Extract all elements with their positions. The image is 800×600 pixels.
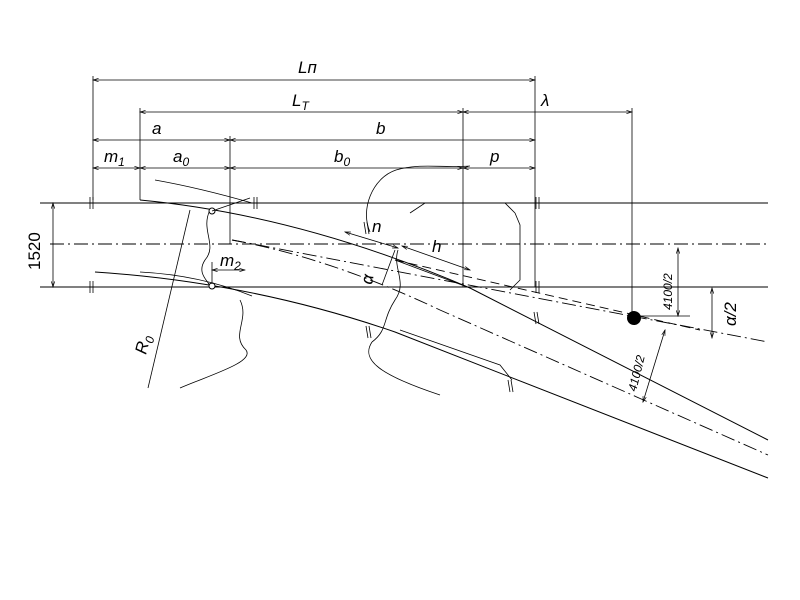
label-lt: LT <box>292 91 310 113</box>
frog-wave <box>371 249 401 343</box>
frog-lower-wave <box>368 341 441 396</box>
label-half-width-upper: 4100/2 <box>661 273 675 310</box>
inner-diverging-rail <box>94 271 769 479</box>
stock-rail-wave <box>201 209 211 289</box>
label-lp: Lп <box>298 58 317 77</box>
dimension-lines <box>53 80 712 402</box>
switch-rail-curve <box>154 179 253 204</box>
switch-rail-lower <box>139 271 253 297</box>
label-b0: b0 <box>334 147 350 169</box>
frog-block-side <box>509 212 521 291</box>
frog-area <box>366 165 521 396</box>
stock-rail-wave-lower <box>179 299 248 389</box>
label-a: a <box>152 119 161 138</box>
label-b: b <box>376 119 385 138</box>
switch-point-tie <box>211 197 251 212</box>
dim-n <box>345 231 398 249</box>
alpha-arc-line <box>381 249 396 286</box>
label-half-alpha: α/2 <box>721 302 740 326</box>
label-n: n <box>372 217 381 236</box>
switch-points <box>139 179 253 389</box>
rail-joints <box>89 197 540 393</box>
label-r0: R0 <box>131 333 157 357</box>
dim-half-width-lower <box>642 330 666 402</box>
label-lambda: λ <box>540 91 549 110</box>
frog-point-tie <box>394 259 471 289</box>
frog-block-upper <box>409 202 516 214</box>
label-alpha: α <box>357 272 378 286</box>
dimension-labels: Lп LT λ a b m1 a0 b0 p 1520 n h m2 α R0 … <box>25 58 740 393</box>
turnout-center-point <box>627 311 641 325</box>
label-gauge: 1520 <box>25 232 44 270</box>
label-h: h <box>432 237 441 256</box>
frog-wing-curve <box>366 165 471 233</box>
dim-h <box>402 246 470 270</box>
frog-bisector-line <box>231 239 769 343</box>
diverging-track-axis <box>231 239 769 456</box>
straight-track <box>40 202 768 288</box>
diverging-track <box>94 199 769 479</box>
label-m2: m2 <box>220 251 241 273</box>
r0-radius-line <box>147 209 191 389</box>
label-p: p <box>489 147 499 166</box>
label-a0: a0 <box>173 147 189 169</box>
label-m1: m1 <box>104 147 125 169</box>
outer-diverging-rail <box>139 199 769 441</box>
guard-rail <box>399 329 513 381</box>
label-half-width-lower: 4100/2 <box>625 353 648 392</box>
frog-direction-line <box>394 259 701 331</box>
